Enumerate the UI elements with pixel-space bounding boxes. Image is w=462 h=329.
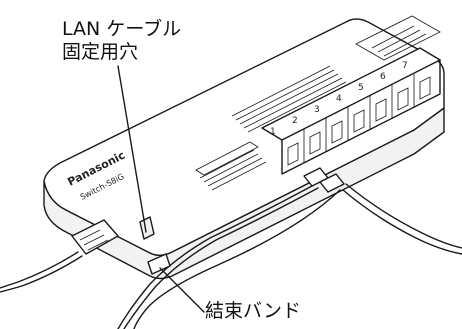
cable-fixing-hole-icon: [139, 216, 155, 240]
port-number-2: 2: [292, 116, 298, 126]
port-number-3: 3: [314, 105, 320, 115]
lan-cables: [117, 167, 462, 329]
port-number-5: 5: [358, 83, 364, 93]
housing-top-face: [43, 18, 445, 256]
callout-lan-cable-fixing-hole: LAN ケーブル 固定用穴: [62, 18, 181, 64]
vent-slots: [231, 65, 347, 133]
cable-tie: [147, 253, 171, 275]
callout-line-1: LAN ケーブル: [62, 18, 182, 40]
callout-leader-top: [117, 65, 147, 233]
ethernet-port-row: [261, 47, 441, 175]
spec-label-plate: [355, 15, 441, 61]
port-number-1: 1: [270, 127, 276, 137]
callout-leader-bottom: [159, 267, 205, 313]
callout-cable-tie: 結束バンド: [205, 300, 301, 322]
port-number-7: 7: [402, 61, 408, 71]
port-number-6: 6: [380, 72, 386, 82]
port-number-4: 4: [336, 94, 342, 104]
status-led-panel: [195, 141, 267, 191]
port-number-labels: 1 2 3 4 5 6 7: [270, 61, 408, 137]
power-cord: [0, 219, 119, 293]
callout-line-2: 固定用穴: [62, 41, 139, 63]
